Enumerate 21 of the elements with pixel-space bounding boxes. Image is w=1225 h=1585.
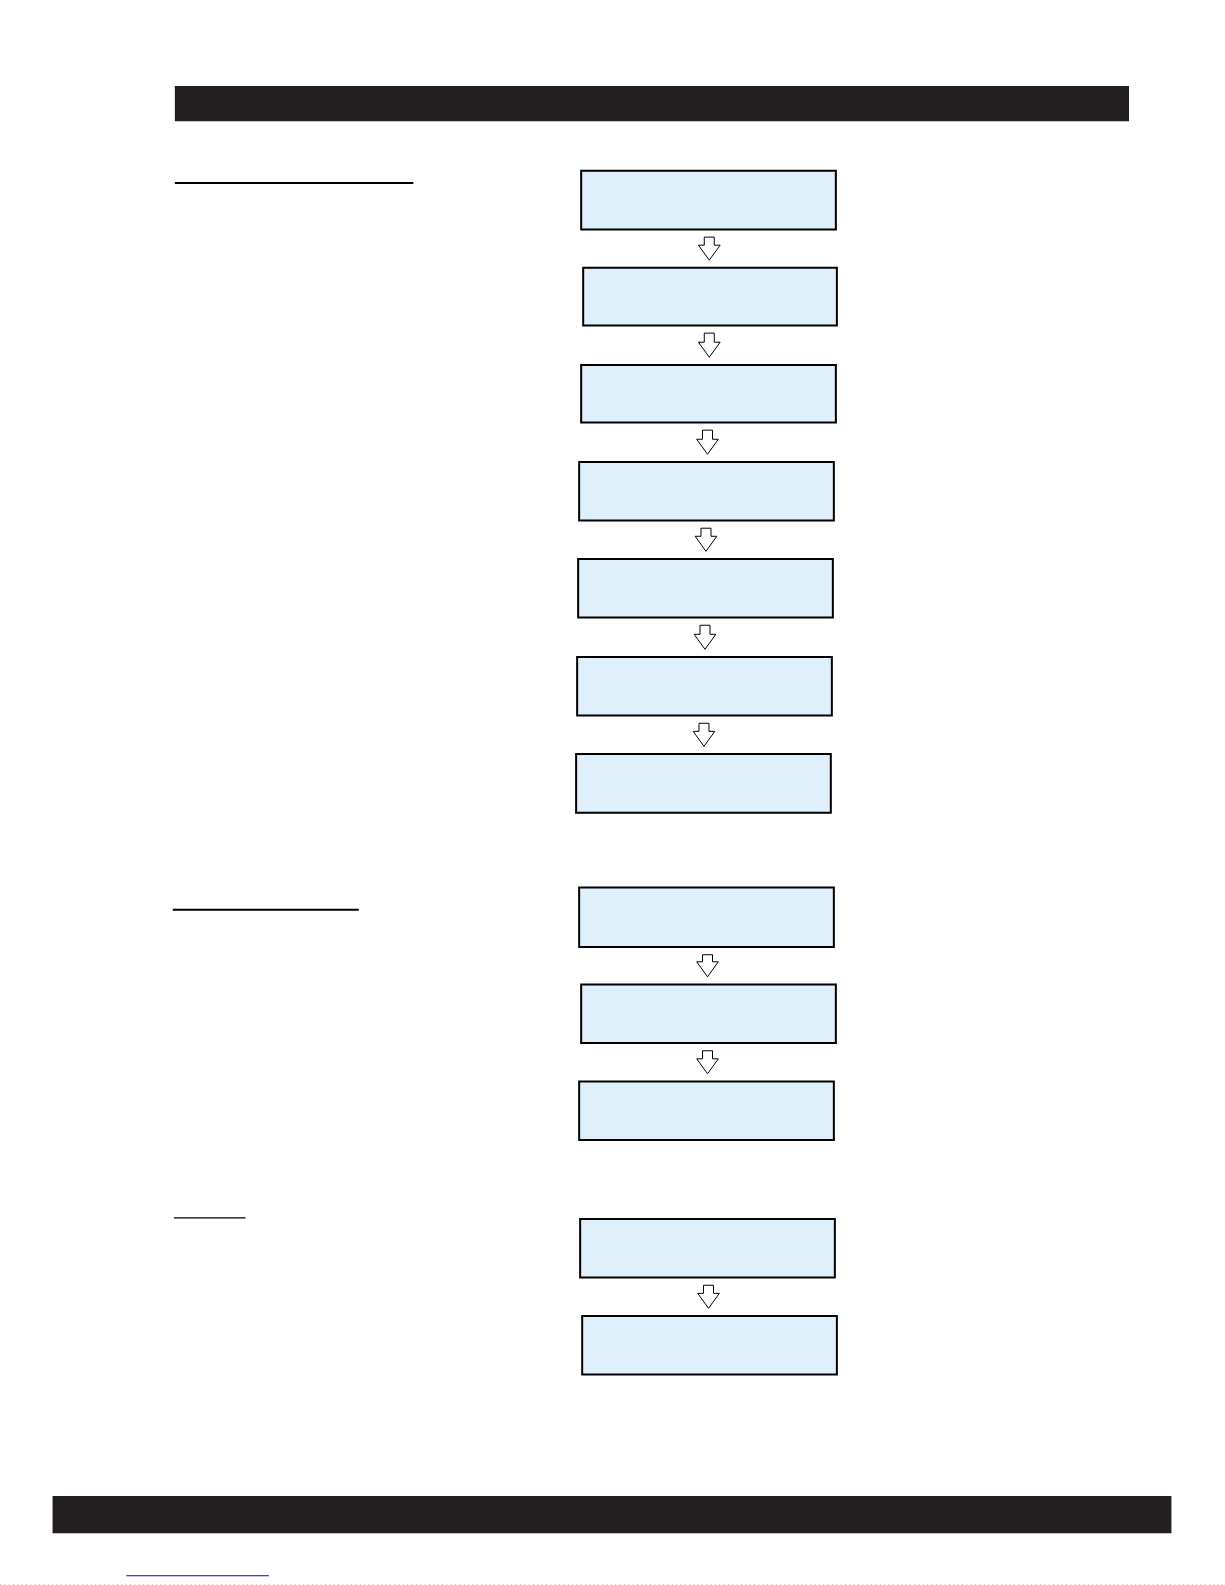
process-box	[581, 1315, 838, 1376]
process-box	[578, 1080, 835, 1142]
process-box	[580, 169, 837, 231]
process-box	[580, 363, 837, 424]
arrow	[697, 1284, 720, 1309]
arrow	[694, 527, 718, 552]
arrow	[697, 236, 721, 261]
arrow	[696, 429, 719, 455]
process-box	[575, 753, 832, 814]
arrow	[693, 624, 717, 650]
process-box	[578, 460, 835, 522]
arrow	[692, 722, 716, 747]
process-box	[582, 266, 838, 327]
process-box	[580, 983, 837, 1045]
arrow	[696, 1050, 719, 1075]
process-box	[577, 557, 834, 619]
process-box	[576, 656, 833, 717]
process-box	[579, 1217, 836, 1279]
arrow	[697, 332, 721, 358]
arrow	[696, 954, 719, 978]
process-box	[578, 886, 835, 949]
